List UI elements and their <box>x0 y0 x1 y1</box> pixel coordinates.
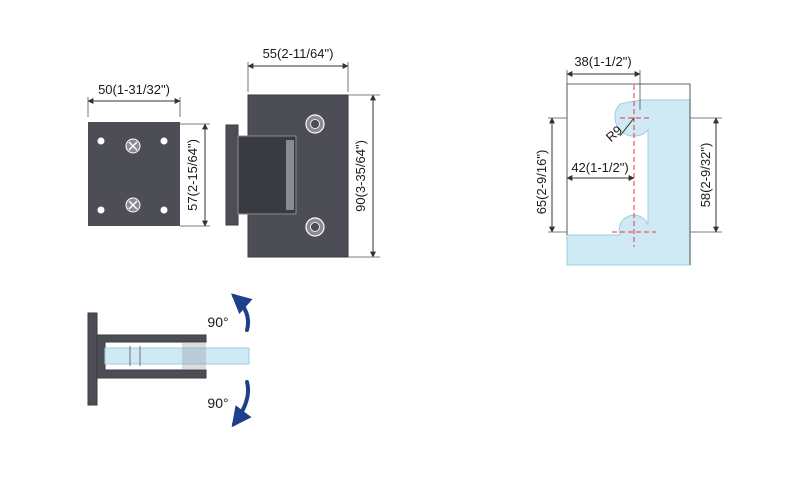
rotation-angle-bottom-label: 90° <box>207 395 228 411</box>
rotation-view: 90° 90° <box>87 293 253 428</box>
glass-outline <box>566 83 691 265</box>
rotation-arrow-down-icon <box>231 380 252 428</box>
clamp-jaw <box>286 140 294 210</box>
cover-screw-center <box>310 222 320 232</box>
radius-leader <box>619 117 635 137</box>
cutout-top-width-label: 38(1-1/2") <box>574 54 631 69</box>
glass-panel-edge <box>104 347 250 365</box>
cover-screw-center <box>310 119 320 129</box>
screw-hole <box>160 137 168 145</box>
side-width-label: 55(2-11/64") <box>263 46 334 61</box>
inner-width-label: 42(1-1/2") <box>571 160 628 175</box>
wall-plate-edge <box>225 124 239 226</box>
screw-hole <box>97 137 105 145</box>
phillips-screw-icon <box>125 138 141 154</box>
glass-clamp-slot <box>237 135 297 215</box>
front-view: 50(1-31/32") 57(2-15/64") <box>87 82 210 227</box>
side-view: 55(2-11/64") 90(3-35/64") <box>225 46 380 258</box>
glass-panel <box>566 99 691 266</box>
front-width-label: 50(1-31/32") <box>98 82 170 97</box>
rotation-arrow-up-icon <box>231 293 253 332</box>
hinge-clamp-body <box>96 334 207 379</box>
right-height-label: 58(2-9/32") <box>698 143 713 208</box>
screw-hole <box>160 206 168 214</box>
left-height-label: 65(2-9/16") <box>534 150 549 215</box>
front-height-label: 57(2-15/64") <box>185 139 200 211</box>
glass-cutout-view: 38(1-1/2") R9 42(1-1/2") 65(2-9/16") 58(… <box>534 54 722 266</box>
screw-hole <box>97 206 105 214</box>
clamp-cover <box>182 342 206 370</box>
wall-plate <box>87 312 98 406</box>
side-height-label: 90(3-35/64") <box>353 140 368 212</box>
phillips-screw-icon <box>125 197 141 213</box>
rotation-angle-top-label: 90° <box>207 314 228 330</box>
